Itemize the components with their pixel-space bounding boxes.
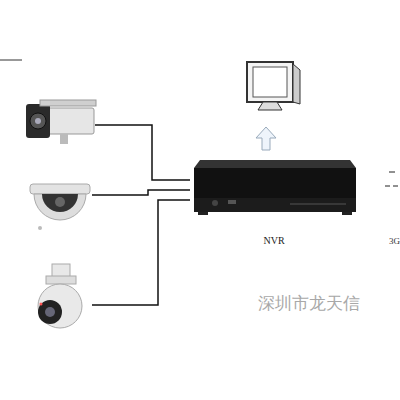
up-arrow — [256, 127, 276, 150]
nvr-node: NVR — [190, 158, 358, 246]
dash-marks — [385, 172, 398, 186]
ptz-camera — [38, 264, 82, 328]
edge-line — [0, 60, 22, 61]
side-label: 3G — [389, 236, 400, 246]
nvr-device — [194, 160, 356, 215]
camera-wire — [92, 125, 190, 305]
bullet-camera — [26, 100, 96, 144]
dome-camera — [30, 184, 90, 230]
node-label: NVR — [190, 235, 358, 246]
watermark: 深圳市龙天信 — [258, 292, 360, 315]
monitor — [247, 62, 300, 110]
